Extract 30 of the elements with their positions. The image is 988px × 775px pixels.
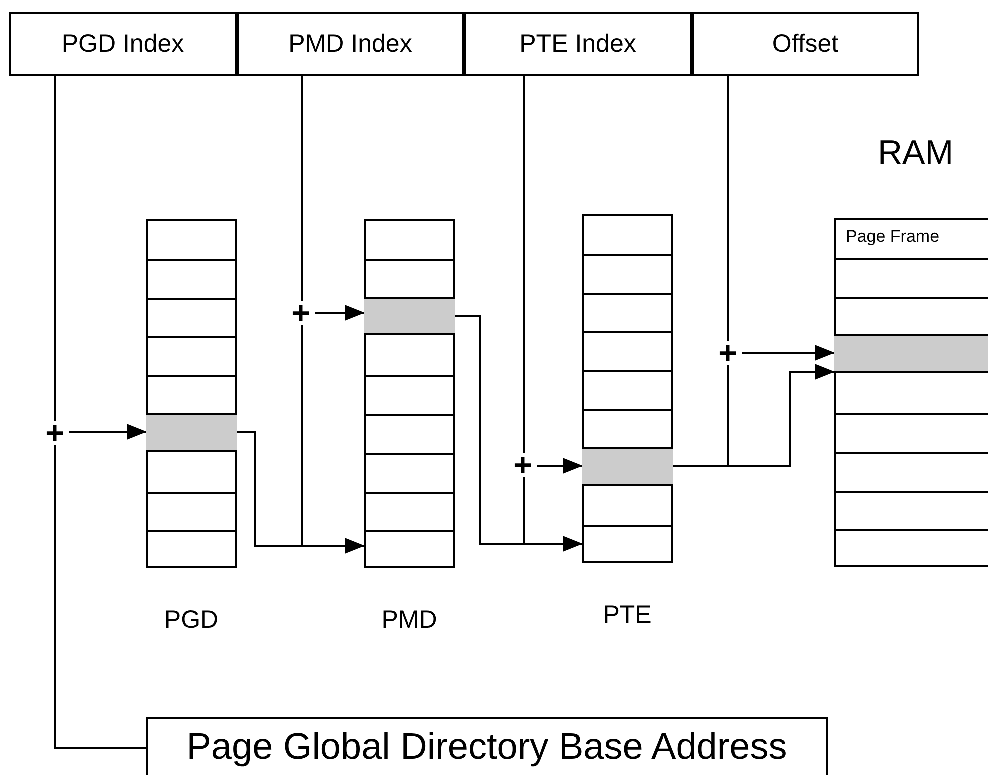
memory-label: RAM xyxy=(878,134,954,173)
arrow xyxy=(69,424,147,440)
table-header: Page Frame xyxy=(845,226,940,248)
arrow xyxy=(315,305,365,321)
connector-line xyxy=(54,445,146,749)
address-field: Offset xyxy=(692,12,919,76)
selected-entry xyxy=(364,296,455,336)
adder-symbol: + xyxy=(41,421,69,445)
selected-entry xyxy=(582,446,673,486)
arrow xyxy=(742,345,835,361)
table-label: PMD xyxy=(380,606,438,635)
table-label: PGD xyxy=(163,606,220,635)
arrow xyxy=(537,458,583,474)
adder-symbol: + xyxy=(287,301,315,325)
connector-line xyxy=(727,76,729,341)
connector-line xyxy=(301,76,303,301)
connector-line xyxy=(455,315,525,545)
address-field: PGD Index xyxy=(9,12,237,76)
adder-symbol: + xyxy=(714,341,742,365)
connector-line xyxy=(673,365,729,467)
address-field: PTE Index xyxy=(464,12,692,76)
adder-symbol: + xyxy=(509,453,537,477)
selected-entry xyxy=(834,334,988,374)
connector-line xyxy=(54,76,56,421)
base-address-box: Page Global Directory Base Address xyxy=(146,717,828,775)
table-label: PTE xyxy=(602,601,653,630)
selected-entry xyxy=(146,413,237,452)
connector-line xyxy=(237,325,303,547)
connector-line xyxy=(523,76,525,453)
address-field: PMD Index xyxy=(237,12,464,76)
